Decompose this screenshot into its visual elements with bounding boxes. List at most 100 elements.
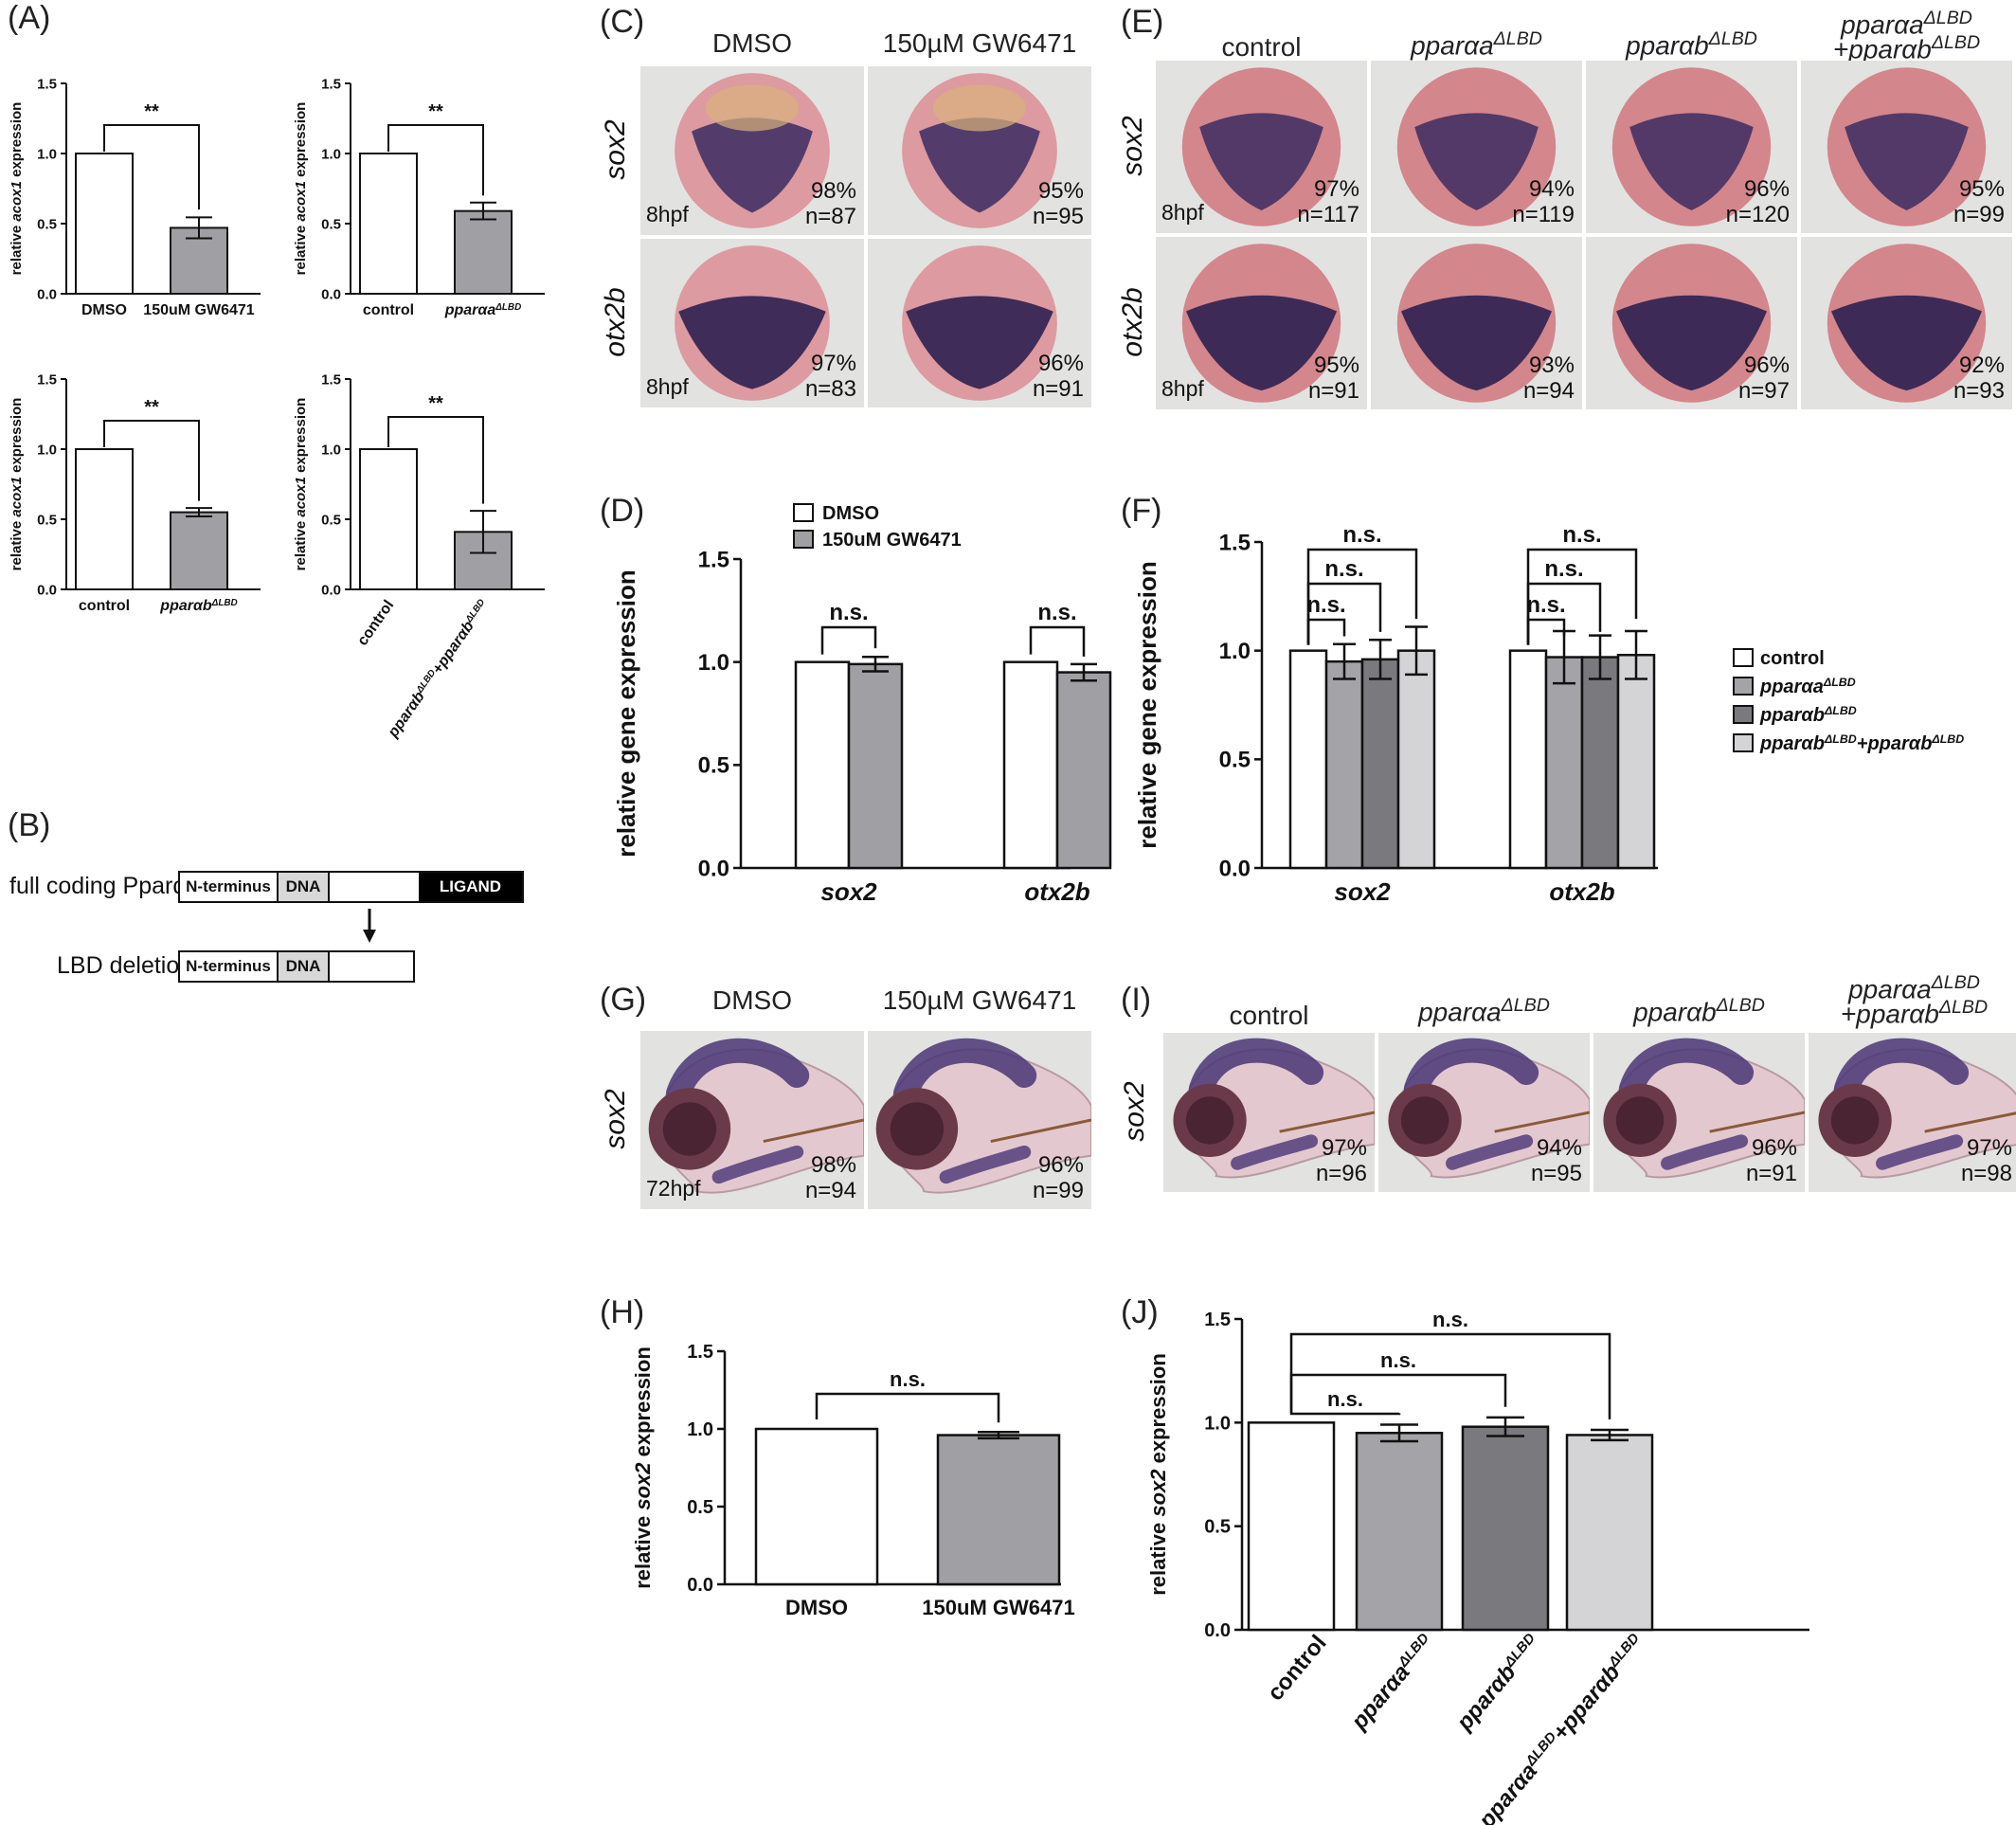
bar (1508, 649, 1548, 870)
significance-bracket (1289, 1412, 1401, 1416)
percentage-label: 96%n=91 (1745, 1135, 1797, 1186)
y-tick-label: 0.5 (1219, 748, 1251, 773)
y-tick-label: 0.0 (1219, 856, 1251, 881)
bar (359, 448, 418, 590)
eye-shape (1185, 1096, 1234, 1145)
y-tick-label: 1.5 (321, 76, 341, 92)
column-header: DMSO (712, 985, 792, 1015)
row-gene-label: sox2 (1119, 1081, 1150, 1142)
x-category-label: DMSO (785, 1596, 848, 1619)
y-tick-label: 0.0 (1204, 1620, 1231, 1641)
column-header: pparαbΔLBD (1633, 995, 1765, 1027)
legend-label: pparαbΔLBD (1759, 704, 1857, 726)
significance-label: n.s. (1037, 600, 1076, 625)
lbd-deletion-bar: N-terminus DNA (178, 950, 415, 983)
row-gene-label: otx2b (600, 287, 631, 357)
full-coding-label: full coding Pparα (9, 873, 187, 899)
significance-label: n.s. (1324, 556, 1363, 582)
larva-image (1603, 1038, 1805, 1179)
legend-swatch (793, 503, 814, 522)
percentage-label: 96%n=120 (1725, 176, 1790, 227)
embryo-image (902, 73, 1057, 228)
percentage-label: 95%n=91 (1307, 352, 1359, 404)
embryo-tile: 94%n=119 (1371, 61, 1582, 233)
bar (1580, 656, 1620, 870)
y-tick-label: 0.5 (321, 216, 341, 232)
y-axis-label: relative acox1 expression (9, 102, 25, 276)
y-axis-label: relative acox1 expression (293, 398, 309, 571)
significance-label: n.s. (1526, 592, 1565, 618)
y-tick-label: 1.5 (698, 547, 729, 572)
stage-label: 8hpf (1161, 376, 1204, 401)
bar (847, 662, 904, 870)
panel-label-e: (E) (1121, 4, 1164, 40)
significance-bracket (815, 1392, 1000, 1423)
column-header: 150µM GW6471 (882, 985, 1077, 1015)
percentage-label: 96%n=99 (1032, 1152, 1084, 1203)
y-tick-label: 0.5 (37, 512, 57, 528)
embryo-tile: 95%n=91 8hpf (1156, 237, 1367, 409)
bar (359, 153, 418, 295)
expression-domain (1414, 113, 1539, 210)
panel-label-a: (A) (8, 0, 51, 36)
percentage-label: 97%n=96 (1315, 1135, 1367, 1186)
y-tick-label: 1.0 (321, 146, 341, 162)
y-tick-label: 0.5 (698, 753, 729, 779)
percentage-label: 96%n=97 (1737, 352, 1790, 404)
x-category-label: 150uM GW6471 (922, 1596, 1074, 1619)
y-tick-label: 0.5 (687, 1497, 713, 1518)
dna-domain: DNA (279, 873, 330, 901)
embryo-image (1396, 67, 1557, 226)
larva-tile: 96%n=91 (1593, 1033, 1805, 1192)
larva-tile: 94%n=95 (1378, 1033, 1590, 1192)
x-category-label: DMSO (81, 302, 127, 318)
y-tick-label: 1.5 (321, 371, 341, 388)
significance-label: n.s. (1544, 556, 1583, 582)
y-axis-label: relative gene expression (1133, 561, 1161, 849)
x-category-label: pparαbΔLBD+pparαbΔLBD (385, 597, 493, 741)
y-tick-label: 1.0 (687, 1419, 713, 1440)
significance-bracket (1306, 548, 1418, 645)
x-category-label: pparαbΔLBD (159, 598, 237, 615)
y-tick-label: 1.5 (37, 371, 57, 388)
significance-label: ** (144, 101, 159, 122)
bar (1324, 660, 1364, 870)
bar (1461, 1425, 1550, 1632)
embryo-image (1827, 67, 1987, 226)
column-header: 150µM GW6471 (882, 28, 1077, 58)
bar (1002, 660, 1059, 870)
larva-tile: 97%n=96 (1163, 1033, 1375, 1192)
eye-shape (662, 1102, 717, 1156)
y-axis-label: relative acox1 expression (9, 398, 25, 571)
bar (1055, 671, 1112, 870)
x-category-label: otx2b (1024, 877, 1089, 906)
bar (754, 1427, 879, 1586)
significance-bracket (1289, 1373, 1507, 1414)
legend-swatch (1733, 648, 1754, 667)
eye-shape (1400, 1096, 1449, 1145)
y-tick-label: 1.0 (1219, 639, 1251, 664)
percentage-label: 95%n=99 (1953, 176, 2005, 227)
significance-bracket (1526, 618, 1566, 645)
panel-label-d: (D) (600, 493, 645, 529)
percentage-label: 98%n=87 (804, 178, 856, 229)
embryo-tile: 95%n=99 (1801, 61, 2012, 233)
x-category-label: control (79, 598, 130, 614)
bar (1360, 658, 1400, 870)
column-header: DMSO (712, 28, 792, 58)
significance-bracket (1526, 548, 1638, 645)
dna-domain: DNA (279, 952, 330, 981)
embryo-image (1181, 244, 1341, 403)
stage-label: 8hpf (646, 202, 689, 226)
bar (1247, 1421, 1336, 1632)
bar (170, 511, 228, 591)
bar (75, 153, 134, 295)
